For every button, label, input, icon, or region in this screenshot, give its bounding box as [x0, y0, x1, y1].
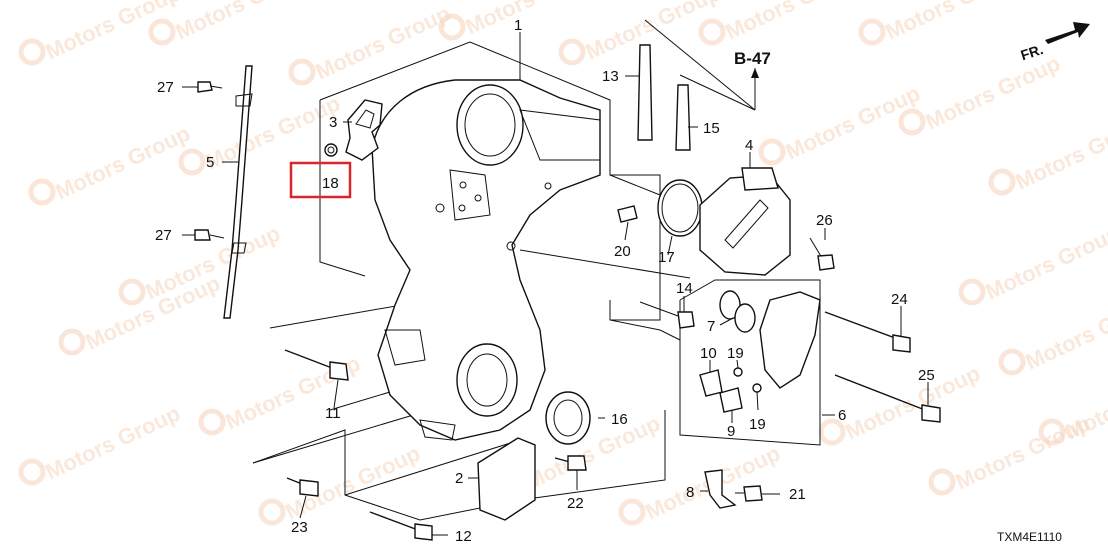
- callout-16: 16: [611, 411, 628, 428]
- callout-20: 20: [614, 243, 631, 260]
- callout-7: 7: [707, 318, 715, 335]
- sensor-parts-9-10: [699, 369, 743, 413]
- callout-1: 1: [514, 17, 522, 34]
- callout-11: 11: [325, 405, 341, 422]
- callout-25: 25: [918, 367, 935, 384]
- part-17-o-ring: [657, 179, 703, 237]
- studs-13-15: [637, 44, 691, 151]
- watermark-logo: Motors Group: [438, 0, 604, 41]
- part-18-o-ring: [324, 143, 338, 157]
- watermark-logo: Motors Group: [28, 120, 194, 206]
- part-4-actuator: [699, 167, 791, 276]
- callout-27-lower: 27: [155, 227, 172, 244]
- bolts-24-25: [824, 311, 941, 423]
- callout-12: 12: [455, 528, 472, 545]
- callout-6: 6: [838, 407, 846, 424]
- callout-9: 9: [727, 423, 735, 440]
- front-direction-arrow: [1045, 22, 1090, 44]
- direction-tag: FR.: [1019, 41, 1045, 63]
- svg-text:Motors Group: Motors Group: [722, 0, 864, 45]
- callout-23: 23: [291, 519, 308, 536]
- callout-8: 8: [686, 484, 694, 501]
- callout-27-upper: 27: [157, 79, 174, 96]
- svg-text:Motors Group: Motors Group: [1022, 290, 1108, 374]
- watermark-logo: Motors Group: [958, 220, 1108, 306]
- watermark-logo: Motors Group: [698, 0, 864, 46]
- callout-13: 13: [602, 68, 619, 85]
- callout-24: 24: [891, 291, 908, 308]
- callout-14: 14: [676, 280, 693, 297]
- callout-22: 22: [567, 495, 584, 512]
- watermark-logo: Motors Group: [18, 400, 184, 486]
- part-20-dowel: [617, 205, 638, 223]
- callout-17: 17: [658, 249, 675, 266]
- svg-text:Motors Group: Motors Group: [42, 0, 184, 65]
- b47-leaders: [644, 19, 759, 111]
- part-3-gasket: [345, 99, 383, 161]
- part-27-bolts: [194, 81, 225, 241]
- callout-19-lower: 19: [749, 416, 766, 433]
- svg-text:Motors Group: Motors Group: [922, 50, 1064, 134]
- reference-tag: B-47: [734, 49, 771, 68]
- part-14-bolt: [639, 301, 695, 329]
- watermark-logo: Motors Group: [858, 0, 1024, 46]
- part-26-bolt: [809, 237, 835, 271]
- svg-text:Motors Group: Motors Group: [462, 0, 604, 40]
- watermark-logo: Motors Group: [818, 360, 984, 446]
- drawing-code: TXM4E1110: [997, 530, 1062, 544]
- part-2-cover-plate: [477, 437, 536, 521]
- svg-text:Motors Group: Motors Group: [42, 400, 184, 484]
- timing-chain-case: [371, 79, 601, 441]
- callout-19-upper: 19: [727, 345, 744, 362]
- svg-text:Motors Group: Motors Group: [1062, 360, 1108, 444]
- highlight-box: [289, 161, 352, 199]
- svg-text:Motors Group: Motors Group: [842, 360, 984, 444]
- callout-leaders: [182, 32, 929, 536]
- watermark-logo: Motors Group: [288, 0, 454, 86]
- callout-18: 18: [322, 175, 339, 192]
- watermark-logo: Motors Group: [18, 0, 184, 66]
- svg-text:Motors Group: Motors Group: [522, 410, 664, 494]
- callout-labels: 1 2 3 4 5 6 7 8 9 10 11 12 13 14 15 16 1…: [155, 17, 935, 545]
- callout-15: 15: [703, 120, 720, 137]
- callout-26: 26: [816, 212, 833, 229]
- svg-text:Motors Group: Motors Group: [1012, 110, 1108, 194]
- part-5-dipstick-tube: [223, 65, 253, 319]
- part-8-bracket-21-bolt: [704, 469, 763, 509]
- part-16-oil-seal: [545, 391, 591, 445]
- svg-text:Motors Group: Motors Group: [982, 220, 1108, 304]
- callout-3: 3: [329, 114, 337, 131]
- bolts-11-12-22-23: [284, 349, 587, 541]
- callout-5: 5: [206, 154, 214, 171]
- part-6-valve-assembly: [719, 290, 821, 393]
- callout-2: 2: [455, 470, 463, 487]
- svg-text:Motors Group: Motors Group: [312, 0, 454, 84]
- watermark-logo: Motors Group: [998, 290, 1108, 376]
- svg-text:Motors Group: Motors Group: [52, 120, 194, 204]
- watermark-logo: Motors Group: [988, 110, 1108, 196]
- svg-text:Motors Group: Motors Group: [172, 0, 314, 45]
- callout-4: 4: [745, 137, 753, 154]
- callout-21: 21: [789, 486, 806, 503]
- svg-text:Motors Group: Motors Group: [882, 0, 1024, 45]
- callout-10: 10: [700, 345, 717, 362]
- watermark-logo: Motors Group: [898, 50, 1064, 136]
